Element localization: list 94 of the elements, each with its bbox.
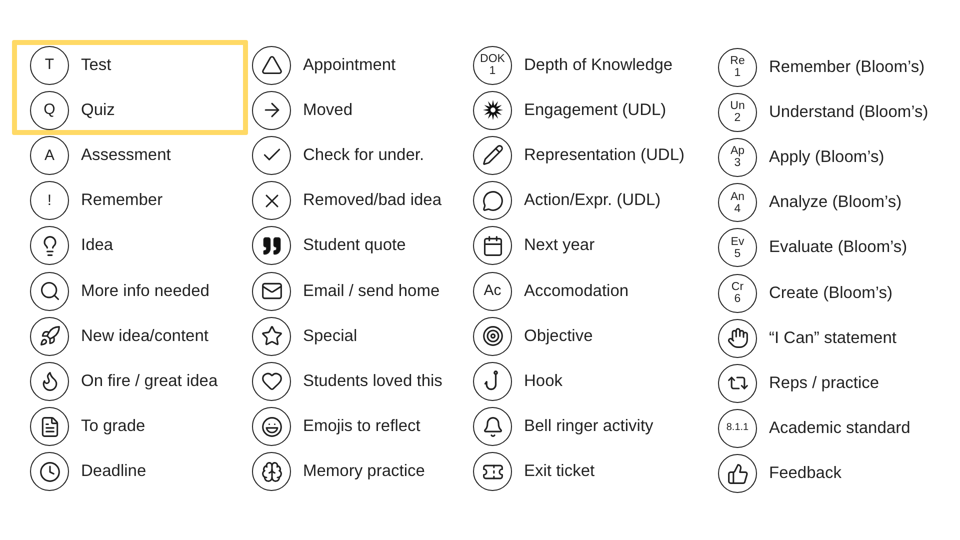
symbol-circle [473, 136, 512, 175]
symbol-circle [30, 272, 69, 310]
symbol-label: Bell ringer activity [524, 417, 654, 436]
symbol-circle [30, 46, 69, 84]
symbol-text: ! [47, 192, 52, 208]
symbol-label: On fire / great idea [81, 372, 218, 391]
symbol-circle [473, 362, 512, 401]
symbol-text: DOK 1 [480, 52, 505, 78]
symbol-label: Understand (Bloom’s) [769, 102, 928, 122]
symbol-circle [473, 181, 512, 220]
symbol-text: Ev 5 [730, 236, 744, 260]
symbol-circle [252, 136, 291, 175]
symbol-circle [473, 316, 512, 356]
symbol-text: Ap 3 [730, 145, 745, 170]
symbol-label: Emojis to reflect [303, 417, 420, 436]
symbol-label: Analyze (Bloom’s) [769, 193, 902, 212]
symbol-label: More info needed [81, 282, 210, 300]
symbol-label: Students loved this [303, 372, 442, 391]
symbol-label: Next year [524, 236, 595, 256]
symbol-label: Accomodation [524, 282, 629, 300]
symbol-text: An 4 [730, 190, 745, 215]
symbol-label: Check for under. [303, 146, 424, 165]
symbol-circle [252, 362, 291, 401]
symbol-label: Memory practice [303, 462, 425, 482]
symbol-circle [30, 316, 69, 356]
symbol-label: New idea/content [81, 326, 208, 346]
symbol-label: Representation (UDL) [524, 146, 684, 165]
symbol-text: Q [44, 102, 56, 118]
symbol-circle [718, 364, 757, 403]
symbol-label: “I Can” statement [769, 328, 896, 348]
symbol-label: Reps / practice [769, 374, 880, 393]
symbol-circle [252, 316, 291, 356]
symbol-label: Exit ticket [524, 462, 595, 482]
symbol-label: Assessment [81, 146, 171, 165]
symbol-circle [252, 226, 291, 266]
symbol-label: Student quote [303, 236, 406, 256]
symbol-circle [252, 181, 291, 220]
symbol-label: Deadline [81, 462, 146, 482]
symbol-circle [718, 454, 757, 494]
symbol-label: Create (Bloom’s) [769, 284, 892, 302]
symbol-label: Quiz [81, 100, 115, 120]
symbol-text: Cr 6 [731, 280, 744, 306]
symbol-label: Appointment [303, 56, 396, 74]
symbol-circle [473, 90, 512, 130]
symbol-circle [473, 226, 512, 266]
symbol-label: Objective [524, 326, 593, 346]
symbol-circle [718, 318, 757, 358]
symbol-circle [252, 452, 291, 492]
symbol-circle [718, 138, 757, 177]
symbol-label: Apply (Bloom’s) [769, 148, 884, 167]
symbol-circle [718, 48, 757, 86]
symbol-label: Remember [81, 191, 163, 210]
symbol-label: Email / send home [303, 282, 440, 300]
symbol-label: Action/Expr. (UDL) [524, 191, 661, 210]
symbol-circle [252, 46, 291, 84]
symbol-circle [30, 136, 69, 175]
symbol-circle [30, 90, 69, 130]
symbol-circle [718, 228, 757, 268]
symbol-label: To grade [81, 417, 146, 436]
symbol-circle [473, 272, 512, 310]
symbol-text: 8.1.1 [726, 423, 749, 434]
symbol-text: T [44, 57, 54, 73]
symbol-circle [30, 452, 69, 492]
symbol-label: Depth of Knowledge [524, 56, 673, 74]
symbol-label: Engagement (UDL) [524, 100, 666, 120]
symbol-circle [718, 183, 757, 222]
symbol-label: Feedback [769, 464, 842, 484]
symbol-label: Remember (Bloom’s) [769, 58, 925, 76]
symbol-circle [473, 407, 512, 446]
symbol-label: Hook [524, 372, 563, 391]
symbol-text: Ac [484, 283, 502, 299]
symbol-label: Special [303, 326, 358, 346]
symbol-circle [718, 274, 757, 312]
symbol-circle [473, 46, 512, 84]
symbol-circle [252, 407, 291, 446]
symbol-circle [30, 362, 69, 401]
symbol-circle [30, 181, 69, 220]
symbol-text: Re 1 [730, 54, 745, 80]
symbol-label: Removed/bad idea [303, 191, 442, 210]
symbol-label: Moved [303, 100, 353, 120]
symbol-circle [252, 90, 291, 130]
symbol-text: Un 2 [730, 100, 745, 124]
symbol-text: A [44, 148, 54, 164]
symbol-circle [718, 409, 757, 448]
symbol-circle [473, 452, 512, 492]
symbol-circle [30, 407, 69, 446]
symbol-circle [718, 92, 757, 132]
symbol-label: Test [81, 56, 112, 74]
highlight-frame [12, 40, 248, 136]
symbol-label: Academic standard [769, 419, 910, 438]
symbol-circle [252, 272, 291, 310]
symbol-circle [30, 226, 69, 266]
symbol-label: Idea [81, 236, 114, 256]
symbol-label: Evaluate (Bloom’s) [769, 238, 908, 258]
